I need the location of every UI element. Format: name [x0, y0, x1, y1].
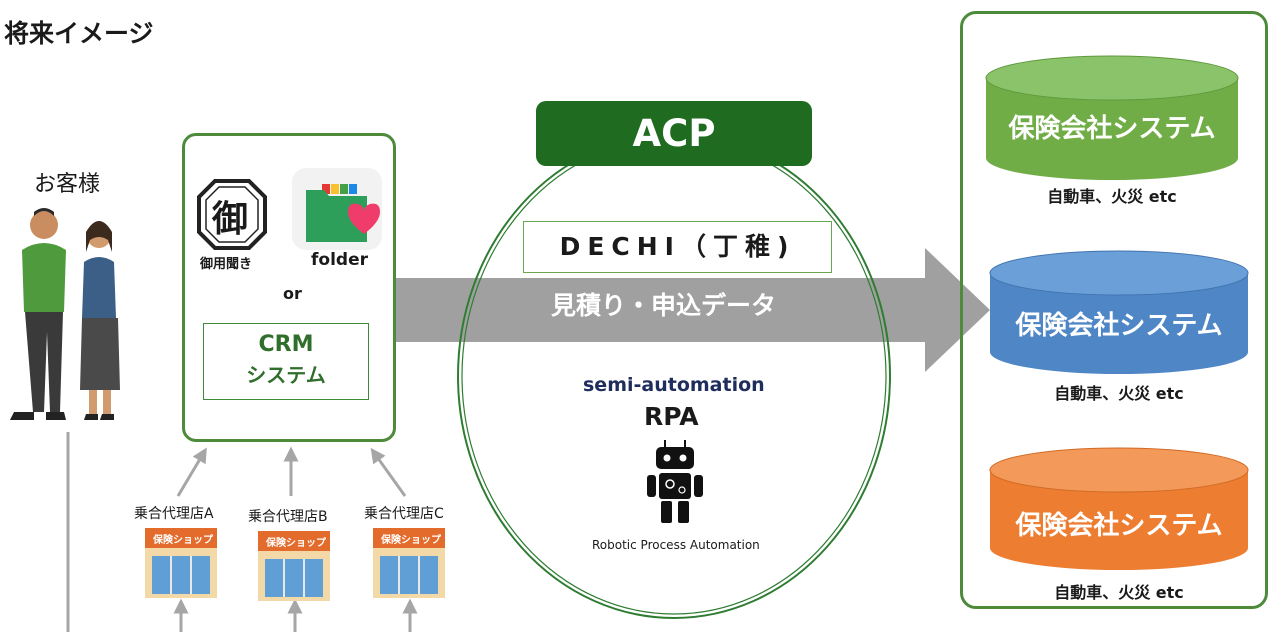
- agency-c-label: 乗合代理店C: [364, 506, 444, 522]
- insurer-db-2: [989, 250, 1249, 374]
- data-flow-arrow: [396, 248, 990, 372]
- rpa-caption: Robotic Process Automation: [592, 538, 760, 552]
- shop-a-sign: 保険ショップ: [153, 535, 213, 546]
- folder-app-icon: [292, 168, 382, 250]
- crm-label: CRM: [258, 332, 314, 357]
- insurer-db-2-sub: 自動車、火災 etc: [1054, 384, 1184, 403]
- gokiki-icon: [197, 179, 267, 250]
- shop-b-sign: 保険ショップ: [266, 538, 326, 549]
- crm-frame: [182, 133, 396, 442]
- quote-application-data-label: 見積り・申込データ: [551, 291, 777, 320]
- gokiki-label: 御用聞き: [200, 257, 253, 272]
- semi-automation-label: semi-automation: [583, 374, 765, 396]
- page-title: 将来イメージ: [4, 19, 154, 48]
- shop-b-icon: [258, 531, 330, 601]
- insurer-db-1: [985, 55, 1239, 180]
- crm-system-box: CRM システム: [203, 323, 369, 400]
- agency-a-arrow: [176, 447, 207, 497]
- insurer-db-1-sub: 自動車、火災 etc: [1047, 187, 1177, 206]
- shop-c-icon: [373, 528, 445, 598]
- insurer-db-3-label: 保険会社システム: [1015, 511, 1223, 541]
- insurer-frame: [960, 11, 1268, 609]
- acp-banner: ACP: [536, 101, 812, 166]
- agency-b-label: 乗合代理店B: [248, 509, 328, 525]
- folder-label: folder: [311, 250, 368, 270]
- insurer-db-3: [989, 447, 1249, 570]
- insurer-db-3-sub: 自動車、火災 etc: [1054, 583, 1184, 602]
- dechi-box: DECHI（丁稚): [523, 221, 832, 273]
- or-label: or: [283, 284, 302, 303]
- customers-label: お客様: [34, 172, 101, 197]
- gokiki-symbol: 御: [212, 199, 249, 240]
- rpa-label: RPA: [644, 402, 699, 431]
- agency-c-arrow: [370, 447, 407, 497]
- customers-icon: [10, 208, 120, 420]
- crm-system-label: システム: [246, 363, 326, 387]
- shop-a-icon: [145, 528, 217, 598]
- shop-c-sign: 保険ショップ: [381, 535, 441, 546]
- agency-a-label: 乗合代理店A: [134, 506, 214, 522]
- insurer-db-1-label: 保険会社システム: [1008, 114, 1216, 144]
- insurer-db-2-label: 保険会社システム: [1015, 311, 1223, 341]
- robot-icon: [647, 440, 703, 523]
